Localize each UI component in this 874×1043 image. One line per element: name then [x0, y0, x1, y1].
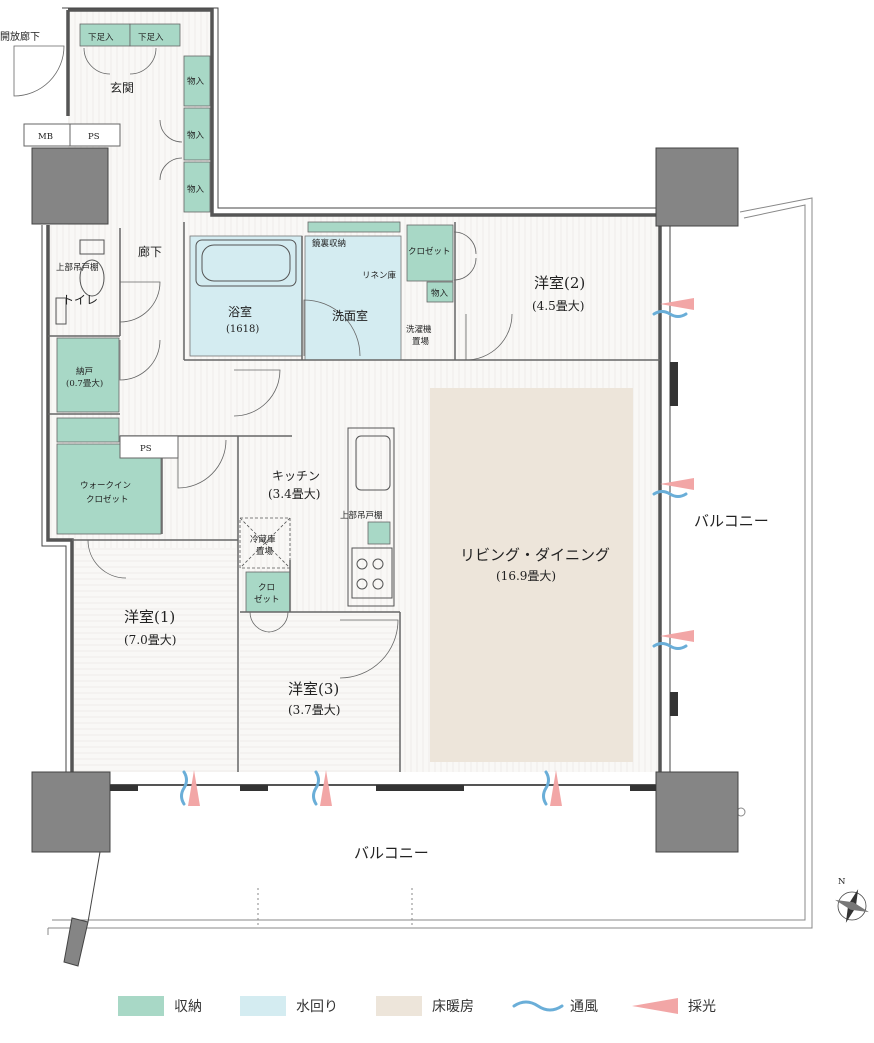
- label-ps-1: PS: [88, 132, 100, 142]
- label-upper-cabinet-2: 上部吊戸棚: [340, 510, 383, 521]
- label-living: リビング・ダイニング: [460, 546, 610, 564]
- balcony-door: [63, 851, 101, 967]
- label-kitchen-size: (3.4畳大): [268, 487, 320, 501]
- label-entrance: 玄関: [110, 80, 134, 95]
- door-swings: [13, 45, 513, 679]
- label-upper-cabinet-1: 上部吊戸棚: [56, 262, 99, 273]
- fridge-space: [239, 517, 291, 569]
- label-nando-size: (0.7畳大): [66, 378, 103, 389]
- compass-icon: [835, 889, 869, 923]
- label-western-2-size: (4.5畳大): [532, 299, 584, 313]
- legend-label-storage: 収納: [174, 999, 202, 1015]
- label-storage-2: 物入: [187, 130, 205, 141]
- label-open-corridor: 開放廊下: [0, 30, 40, 43]
- label-western-3-size: (3.7畳大): [288, 703, 340, 717]
- label-fridge-1: 冷蔵庫: [250, 534, 276, 545]
- labels: 開放廊下 玄関 下足入 下足入 物入 物入 物入 MB PS 廊下 上部吊戸棚 …: [0, 30, 846, 887]
- label-western-1: 洋室(1): [124, 608, 175, 626]
- label-closet-1: クロゼット: [408, 246, 451, 257]
- label-storage-3: 物入: [187, 184, 205, 195]
- toilet-fixture: [55, 239, 105, 325]
- legend-swatch-floor-heating: [376, 996, 422, 1016]
- label-storage-4: 物入: [431, 288, 449, 299]
- windows: [110, 362, 678, 791]
- walls-outline: [41, 7, 671, 778]
- label-mb: MB: [38, 132, 53, 142]
- label-wic-2: クロゼット: [86, 494, 129, 505]
- label-mirror-storage: 鏡裏収納: [312, 238, 346, 249]
- floor-heating-area: [430, 388, 633, 762]
- label-ps-2: PS: [140, 444, 152, 454]
- label-washer-1: 洗濯機: [406, 324, 432, 335]
- label-compass-n: N: [838, 877, 846, 887]
- legend-label-ventilation: 通風: [570, 999, 598, 1015]
- ventilation-markers: [180, 310, 688, 806]
- label-balcony-south: バルコニー: [354, 844, 429, 862]
- label-fridge-2: 置場: [256, 546, 274, 557]
- label-western-1-size: (7.0畳大): [124, 633, 176, 647]
- legend-ventilation-icon: [512, 1000, 564, 1012]
- label-kitchen: キッチン: [272, 469, 320, 483]
- label-washer-2: 置場: [412, 336, 430, 347]
- label-western-2: 洋室(2): [534, 274, 585, 292]
- label-bath-size: (1618): [226, 324, 259, 335]
- label-western-3: 洋室(3): [288, 680, 339, 698]
- kitchen-counter: [347, 427, 395, 607]
- utility-shafts: [23, 123, 179, 459]
- label-shoe-2: 下足入: [138, 33, 164, 43]
- legend-lighting-icon: [632, 998, 678, 1014]
- balcony-rail: [47, 197, 813, 935]
- label-bath: 浴室: [228, 304, 252, 319]
- water-areas: [189, 235, 402, 361]
- legend-label-lighting: 採光: [688, 999, 716, 1015]
- legend-label-water: 水回り: [296, 999, 338, 1015]
- columns: [31, 147, 739, 853]
- label-linen: リネン庫: [362, 270, 397, 281]
- label-toilet: トイレ: [62, 293, 98, 307]
- lighting-markers: [188, 298, 694, 806]
- label-closet-2a: クロ: [258, 583, 275, 593]
- storage-areas: [56, 23, 454, 613]
- label-storage-1: 物入: [187, 76, 205, 87]
- label-hallway: 廊下: [138, 244, 162, 259]
- label-nando: 納戸: [76, 366, 93, 377]
- label-wic-1: ウォークイン: [80, 481, 131, 491]
- bathtub: [195, 239, 297, 287]
- legend: 収納 水回り 床暖房 通風 採光: [118, 996, 716, 1016]
- legend-swatch-storage: [118, 996, 164, 1016]
- label-closet-2b: ゼット: [254, 594, 280, 605]
- legend-swatch-water: [240, 996, 286, 1016]
- label-shoe-1: 下足入: [88, 33, 114, 43]
- walls: [46, 8, 662, 786]
- label-balcony-east: バルコニー: [694, 512, 769, 530]
- label-living-size: (16.9畳大): [496, 569, 556, 583]
- legend-label-floor-heating: 床暖房: [432, 999, 474, 1015]
- label-washroom: 洗面室: [332, 308, 368, 323]
